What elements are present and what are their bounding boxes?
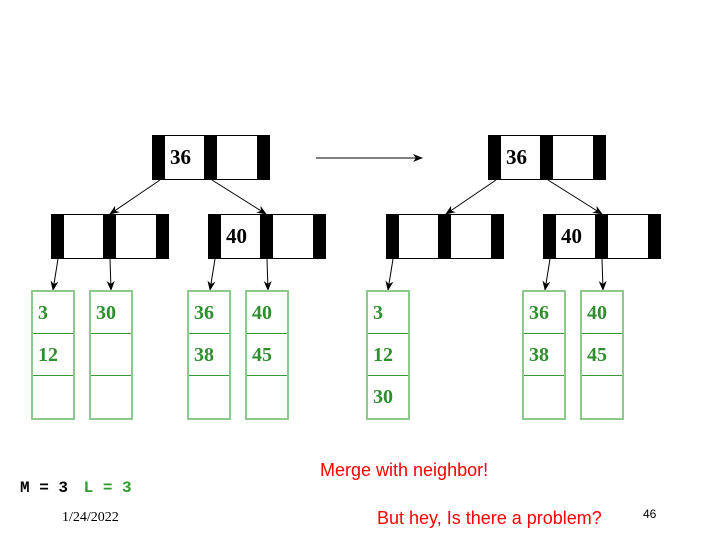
pointer-bar bbox=[595, 214, 608, 259]
node-key bbox=[64, 215, 103, 258]
after-internal-node-left bbox=[386, 214, 504, 259]
leaf-value: 36 bbox=[189, 292, 229, 334]
before-root-node: 36 bbox=[152, 135, 270, 180]
node-key bbox=[116, 215, 156, 258]
leaf-value bbox=[189, 376, 229, 418]
pointer-bar bbox=[204, 135, 217, 180]
pointer-bar bbox=[103, 214, 116, 259]
after-leaf-2: 36 38 bbox=[522, 290, 566, 420]
edge-internal-leaf bbox=[50, 258, 59, 291]
leaf-value: 30 bbox=[373, 386, 393, 408]
node-key: 36 bbox=[170, 145, 191, 169]
leaf-value: 40 bbox=[247, 292, 287, 334]
leaf-value bbox=[33, 376, 73, 418]
before-internal-node-right: 40 bbox=[208, 214, 326, 259]
pointer-bar bbox=[593, 135, 606, 180]
pointer-bar bbox=[152, 135, 165, 180]
node-key bbox=[217, 136, 257, 179]
pointer-bar bbox=[438, 214, 451, 259]
after-leaf-merged: 3 12 30 bbox=[366, 290, 410, 420]
pointer-bar bbox=[208, 214, 221, 259]
before-leaf-1: 3 12 bbox=[31, 290, 75, 420]
leaf-value: 40 bbox=[582, 292, 622, 334]
after-leaf-3: 40 45 bbox=[580, 290, 624, 420]
pointer-bar bbox=[386, 214, 399, 259]
edge-internal-leaf bbox=[542, 258, 551, 291]
leaf-value bbox=[582, 376, 622, 418]
edge-root-internal-right bbox=[547, 179, 603, 215]
after-root-node: 36 bbox=[488, 135, 606, 180]
page-number: 46 bbox=[643, 507, 657, 521]
edge-internal-leaf bbox=[385, 258, 394, 291]
pointer-bar bbox=[648, 214, 661, 259]
before-internal-node-left bbox=[51, 214, 169, 259]
edge-internal-leaf bbox=[207, 258, 216, 291]
leaf-value bbox=[247, 376, 287, 418]
node-key bbox=[273, 215, 313, 258]
pointer-bar bbox=[313, 214, 326, 259]
leaf-value bbox=[91, 376, 131, 418]
pointer-bar bbox=[260, 214, 273, 259]
before-leaf-3: 36 38 bbox=[187, 290, 231, 420]
leaf-value: 3 bbox=[33, 292, 73, 334]
leaf-value bbox=[524, 376, 564, 418]
tree-parameters: M = 3 L = 3 bbox=[20, 479, 132, 497]
before-leaf-2: 30 bbox=[89, 290, 133, 420]
leaf-value: 45 bbox=[247, 334, 287, 376]
pointer-bar bbox=[51, 214, 64, 259]
leaf-value: 38 bbox=[189, 334, 229, 376]
leaf-value: 12 bbox=[368, 334, 408, 376]
leaf-value: 45 bbox=[582, 334, 622, 376]
leaf-value: 36 bbox=[524, 292, 564, 334]
pointer-bar bbox=[257, 135, 270, 180]
pointer-bar bbox=[543, 214, 556, 259]
l-parameter: L = 3 bbox=[83, 479, 132, 497]
node-key bbox=[399, 215, 438, 258]
m-parameter: M = 3 bbox=[20, 479, 69, 497]
pointer-bar bbox=[491, 214, 504, 259]
leaf-value: 30 bbox=[91, 292, 131, 334]
edge-root-internal-left bbox=[109, 179, 161, 215]
pointer-bar bbox=[540, 135, 553, 180]
edge-internal-leaf bbox=[263, 258, 272, 291]
edge-internal-leaf bbox=[106, 258, 115, 291]
node-key bbox=[451, 215, 491, 258]
node-key: 40 bbox=[561, 224, 582, 248]
node-key: 36 bbox=[506, 145, 527, 169]
leaf-value: 3 bbox=[368, 292, 408, 334]
leaf-value: 38 bbox=[524, 334, 564, 376]
caption-merge: Merge with neighbor! bbox=[320, 460, 489, 480]
edge-root-internal-right bbox=[211, 179, 267, 215]
node-key: 40 bbox=[226, 224, 247, 248]
pointer-bar bbox=[156, 214, 169, 259]
node-key bbox=[608, 215, 648, 258]
slide-date: 1/24/2022 bbox=[62, 510, 119, 525]
edge-root-internal-left bbox=[445, 179, 497, 215]
caption-question: But hey, Is there a problem? bbox=[377, 508, 602, 528]
before-leaf-4: 40 45 bbox=[245, 290, 289, 420]
pointer-bar bbox=[488, 135, 501, 180]
leaf-value bbox=[91, 334, 131, 376]
node-key bbox=[553, 136, 593, 179]
edge-internal-leaf bbox=[598, 258, 607, 291]
leaf-value: 12 bbox=[33, 334, 73, 376]
after-internal-node-right: 40 bbox=[543, 214, 661, 259]
